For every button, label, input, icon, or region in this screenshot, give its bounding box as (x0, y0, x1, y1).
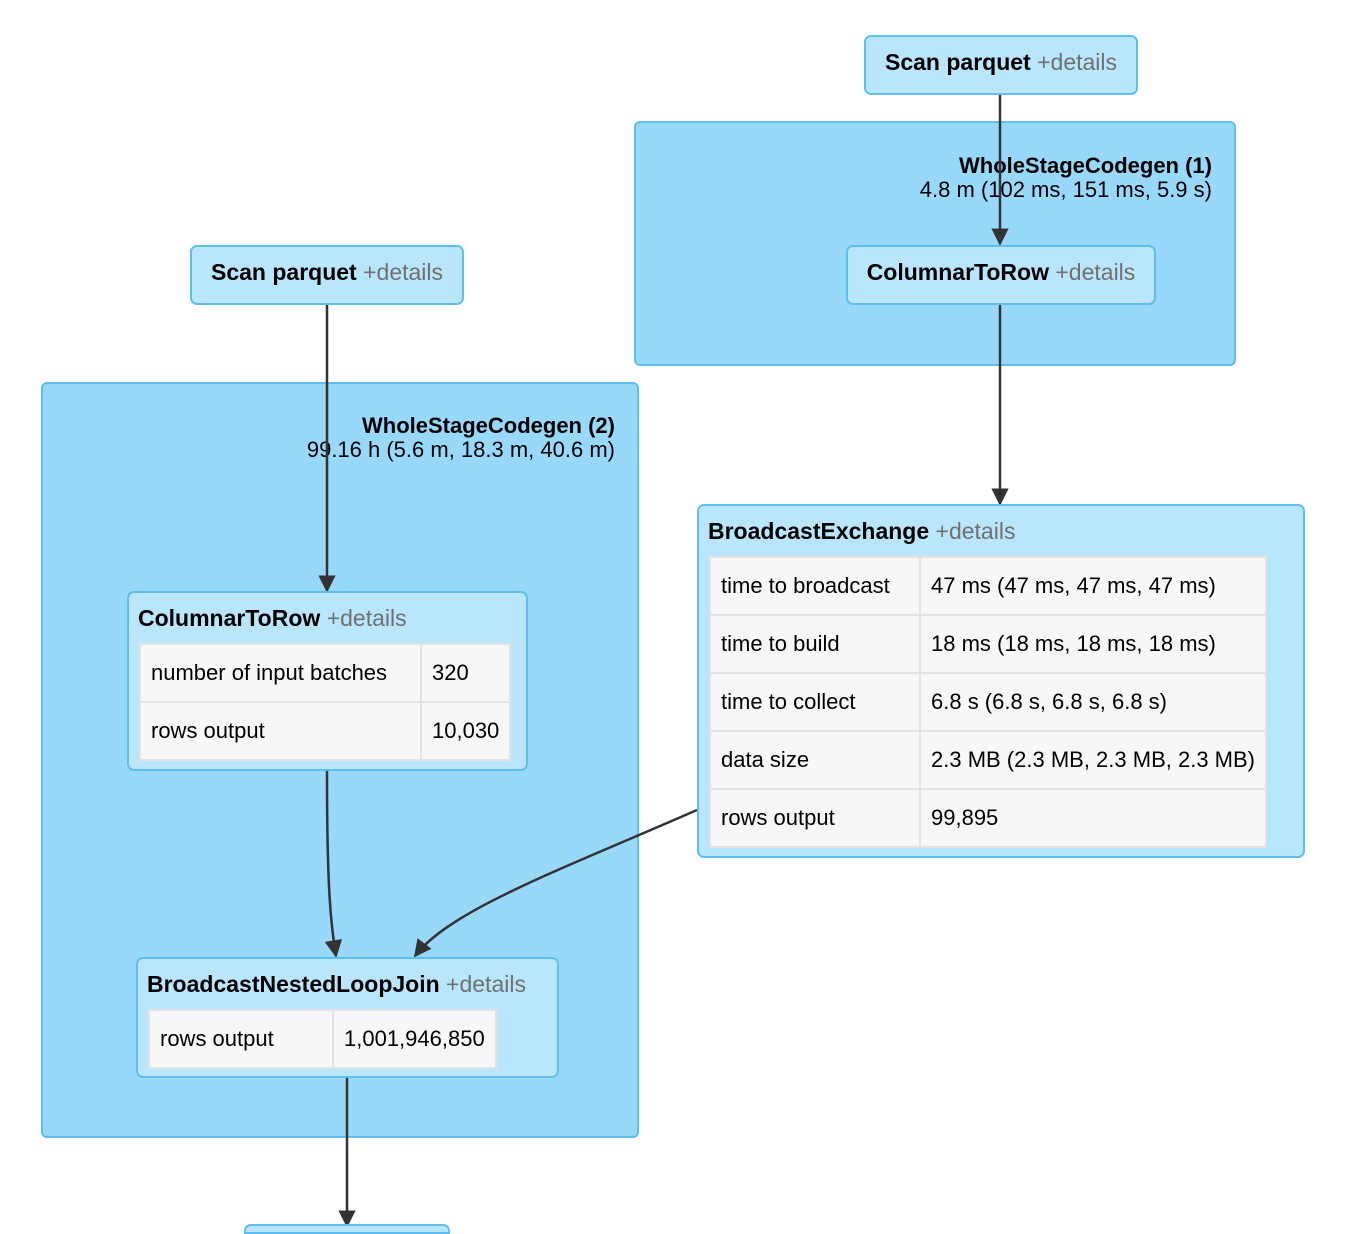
metric-value: 10,030 (419, 701, 512, 761)
details-link[interactable]: +details (1055, 259, 1136, 285)
next-node-partial[interactable] (244, 1224, 450, 1234)
node-operator: ColumnarToRow (138, 605, 321, 631)
metric-label: time to broadcast (709, 556, 921, 616)
metric-row: time to build 18 ms (18 ms, 18 ms, 18 ms… (709, 614, 1267, 674)
columnar-to-row-node-left[interactable]: ColumnarToRow +details number of input b… (127, 591, 528, 771)
metric-label: data size (709, 730, 921, 790)
metric-value: 18 ms (18 ms, 18 ms, 18 ms) (919, 614, 1267, 674)
cluster-title: WholeStageCodegen (2) (361, 413, 615, 438)
edge-broadcast-exchange-to-bnlj (413, 808, 698, 958)
metric-value: 99,895 (919, 788, 1267, 848)
details-link[interactable]: +details (1037, 49, 1118, 75)
metric-value: 47 ms (47 ms, 47 ms, 47 ms) (919, 556, 1267, 616)
metric-label: time to collect (709, 672, 921, 732)
metric-value: 6.8 s (6.8 s, 6.8 s, 6.8 s) (919, 672, 1267, 732)
details-link[interactable]: +details (446, 971, 526, 997)
metric-value: 320 (419, 643, 512, 703)
scan-parquet-node-right[interactable]: Scan parquet +details (864, 35, 1138, 95)
edge-c2r-left-to-bnlj (324, 770, 343, 958)
metrics-table: time to broadcast 47 ms (47 ms, 47 ms, 4… (709, 556, 1267, 848)
metric-row: number of input batches 320 (139, 643, 512, 703)
cluster-metric: 4.8 m (102 ms, 151 ms, 5.9 s) (919, 177, 1212, 202)
details-link[interactable]: +details (326, 605, 407, 631)
node-operator: ColumnarToRow (866, 259, 1049, 285)
columnar-to-row-node-right[interactable]: ColumnarToRow +details (846, 245, 1156, 305)
metric-label: rows output (709, 788, 921, 848)
metric-label: number of input batches (139, 643, 422, 703)
broadcast-nested-loop-join-node[interactable]: BroadcastNestedLoopJoin +details rows ou… (136, 957, 559, 1078)
node-operator: BroadcastExchange (708, 518, 930, 544)
metric-value: 2.3 MB (2.3 MB, 2.3 MB, 2.3 MB) (919, 730, 1267, 790)
broadcast-exchange-node[interactable]: BroadcastExchange +details time to broad… (697, 504, 1305, 858)
node-operator: BroadcastNestedLoopJoin (147, 971, 440, 997)
node-operator: Scan parquet (884, 49, 1031, 75)
metric-row: data size 2.3 MB (2.3 MB, 2.3 MB, 2.3 MB… (709, 730, 1267, 790)
metric-row: rows output 99,895 (709, 788, 1267, 848)
metric-label: rows output (148, 1009, 334, 1069)
metric-row: rows output 1,001,946,850 (148, 1009, 497, 1069)
details-link[interactable]: +details (935, 518, 1016, 544)
metrics-table: number of input batches 320 rows output … (139, 643, 512, 761)
cluster-metric: 99.16 h (5.6 m, 18.3 m, 40.6 m) (306, 437, 615, 462)
node-operator: Scan parquet (210, 259, 357, 285)
details-link[interactable]: +details (363, 259, 444, 285)
metric-label: rows output (139, 701, 422, 761)
metric-value: 1,001,946,850 (332, 1009, 497, 1069)
metrics-table: rows output 1,001,946,850 (148, 1009, 497, 1069)
scan-parquet-node-left[interactable]: Scan parquet +details (190, 245, 464, 305)
metric-label: time to build (709, 614, 921, 674)
metric-row: rows output 10,030 (139, 701, 512, 761)
metric-row: time to broadcast 47 ms (47 ms, 47 ms, 4… (709, 556, 1267, 616)
metric-row: time to collect 6.8 s (6.8 s, 6.8 s, 6.8… (709, 672, 1267, 732)
